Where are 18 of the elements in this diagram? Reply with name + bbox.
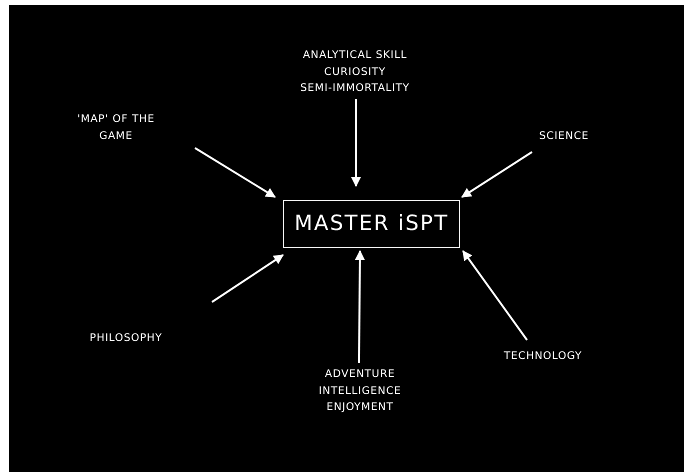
label-text: PHILOSOPHY bbox=[90, 330, 162, 346]
box-title: MASTER iSPT bbox=[294, 211, 449, 237]
label-text: ENJOYMENT bbox=[326, 400, 394, 416]
label-text: SCIENCE bbox=[539, 128, 589, 144]
arrow bbox=[211, 254, 284, 303]
label-text: TECHNOLOGY bbox=[504, 348, 582, 364]
label-text: 'MAP' OF THE GAME bbox=[76, 112, 156, 144]
label-text: ANALYTICAL SKILL bbox=[302, 48, 408, 63]
arrow bbox=[461, 151, 533, 198]
title-box bbox=[283, 200, 460, 248]
arrow bbox=[462, 250, 528, 341]
arrow bbox=[351, 99, 361, 187]
label-text: CURIOSITY bbox=[324, 64, 386, 80]
label-text: SEMI-IMMORTALITY bbox=[300, 81, 410, 96]
label-text: ADVENTURE bbox=[324, 366, 396, 382]
arrow bbox=[354, 250, 365, 364]
arrow bbox=[194, 147, 276, 198]
label-text: INTELLIGENCE bbox=[318, 384, 402, 399]
